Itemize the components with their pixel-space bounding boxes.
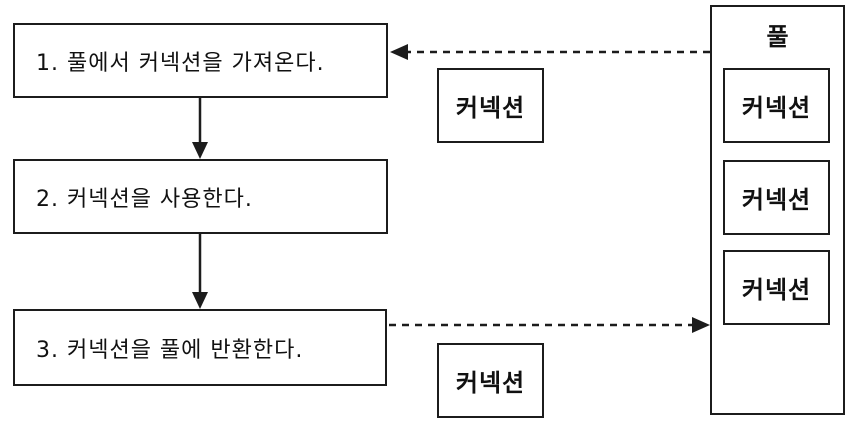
connection-label: 커넥션 xyxy=(741,94,812,122)
connection-label: 커넥션 xyxy=(741,276,812,304)
arrow-pool-to-step1 xyxy=(390,44,710,60)
step-label: 1. 풀에서 커넥션을 가져온다. xyxy=(36,50,325,76)
step-label: 3. 커넥션을 풀에 반환한다. xyxy=(36,337,304,363)
connection-label: 커넥션 xyxy=(455,94,526,122)
arrow-step3-to-pool xyxy=(389,317,710,333)
pool-connection-box: 커넥션 xyxy=(723,68,830,143)
step-box-use-connection: 2. 커넥션을 사용한다. xyxy=(13,159,388,234)
pool-connection-box: 커넥션 xyxy=(723,160,830,235)
connection-box-in-transit-top: 커넥션 xyxy=(437,68,544,143)
arrow-step2-to-step3 xyxy=(192,234,208,309)
pool-container: 풀 커넥션 커넥션 커넥션 xyxy=(710,5,845,415)
pool-connection-box: 커넥션 xyxy=(723,250,830,325)
connection-label: 커넥션 xyxy=(455,369,526,397)
step-box-get-connection: 1. 풀에서 커넥션을 가져온다. xyxy=(13,23,388,98)
pool-title: 풀 xyxy=(766,23,789,51)
step-box-return-connection: 3. 커넥션을 풀에 반환한다. xyxy=(13,309,387,386)
connection-label: 커넥션 xyxy=(741,186,812,214)
arrow-step1-to-step2 xyxy=(192,97,208,159)
step-label: 2. 커넥션을 사용한다. xyxy=(36,186,253,212)
connection-box-in-transit-bottom: 커넥션 xyxy=(437,343,544,418)
